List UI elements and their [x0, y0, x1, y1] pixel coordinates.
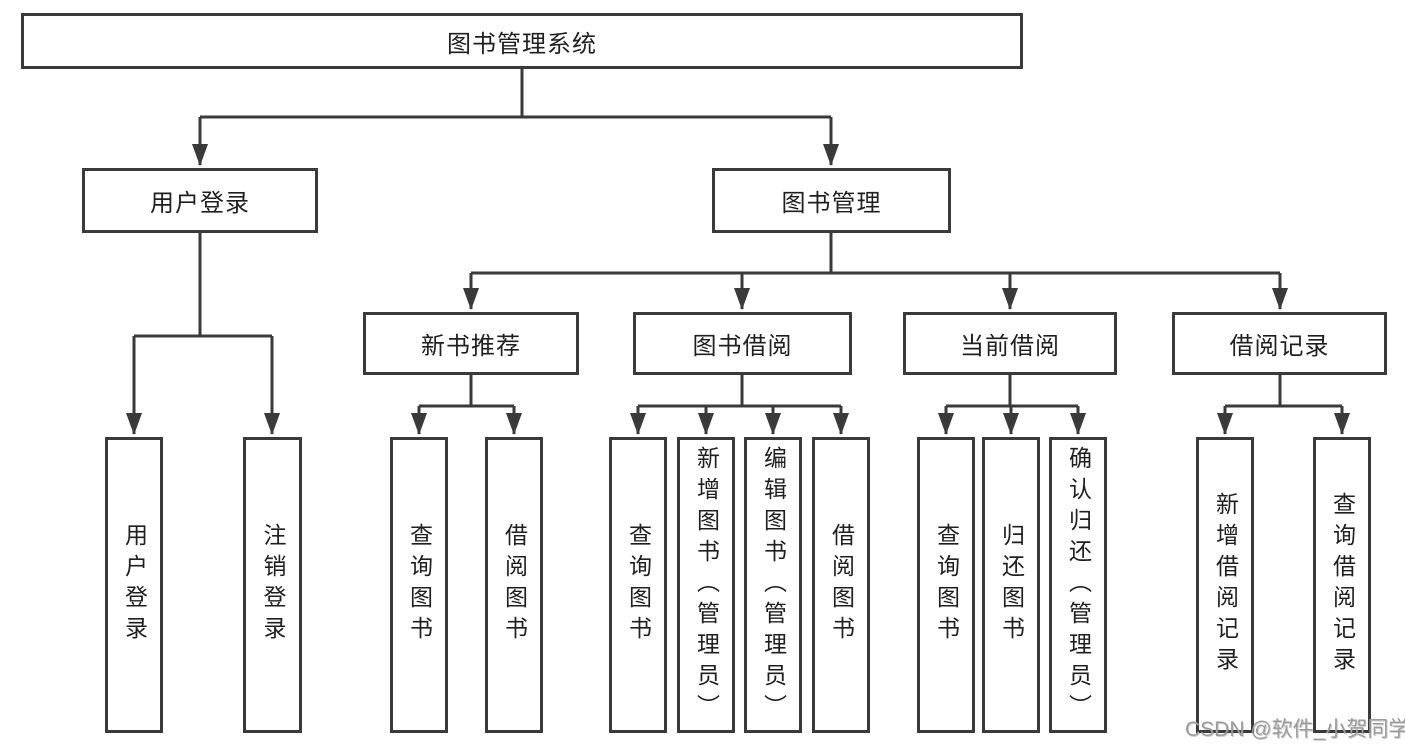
node-label: 当前借阅 — [960, 333, 1060, 360]
leaf-current-confirm-return-admin: 确认归还（管理员） — [1049, 437, 1107, 733]
node-label: 图书管理 — [781, 190, 882, 217]
leaf-label: 查询图书 — [933, 523, 960, 647]
leaf-current-return-books: 归还图书 — [982, 437, 1040, 733]
leaf-label: 新增图书（管理员） — [693, 445, 720, 725]
node-current-borrowing: 当前借阅 — [903, 312, 1117, 375]
leaf-newbook-query-books: 查询图书 — [390, 437, 448, 733]
node-borrowing-records: 借阅记录 — [1172, 312, 1387, 375]
leaf-user-login: 用户登录 — [105, 437, 163, 733]
leaf-label: 借阅图书 — [501, 523, 528, 647]
leaf-borrow-add-books-admin: 新增图书（管理员） — [677, 437, 735, 733]
node-label: 借阅记录 — [1229, 333, 1330, 360]
leaf-records-add-borrow-record: 新增借阅记录 — [1196, 437, 1254, 733]
node-library-management-system: 图书管理系统 — [21, 13, 1023, 69]
leaf-label: 注销登录 — [260, 523, 286, 647]
leaf-borrow-query-books: 查询图书 — [609, 437, 667, 733]
csdn-watermark: CSDN @软件_小贺同学 — [1185, 718, 1405, 741]
node-book-management: 图书管理 — [712, 168, 951, 233]
leaf-label: 查询图书 — [406, 523, 433, 647]
node-book-borrowing: 图书借阅 — [633, 312, 852, 375]
leaf-newbook-borrow-books: 借阅图书 — [485, 437, 543, 733]
leaf-label: 新增借阅记录 — [1212, 492, 1239, 678]
node-label: 用户登录 — [150, 190, 250, 217]
leaf-label: 查询图书 — [625, 523, 652, 647]
leaf-borrow-borrow-books: 借阅图书 — [812, 437, 870, 733]
node-user-login: 用户登录 — [82, 168, 318, 233]
leaf-records-query-borrow-record: 查询借阅记录 — [1313, 437, 1371, 733]
node-new-book-recommendation: 新书推荐 — [363, 312, 579, 375]
leaf-label: 归还图书 — [998, 523, 1025, 647]
leaf-logout: 注销登录 — [243, 437, 302, 733]
leaf-label: 查询借阅记录 — [1329, 492, 1356, 678]
leaf-label: 确认归还（管理员） — [1065, 445, 1092, 725]
leaf-label: 借阅图书 — [828, 523, 855, 647]
node-label: 新书推荐 — [421, 333, 521, 360]
node-label: 图书借阅 — [692, 333, 793, 360]
node-label: 图书管理系统 — [447, 30, 597, 58]
leaf-label: 用户登录 — [121, 523, 148, 647]
leaf-current-query-books: 查询图书 — [917, 437, 975, 733]
leaf-label: 编辑图书（管理员） — [760, 445, 787, 725]
leaf-borrow-edit-books-admin: 编辑图书（管理员） — [744, 437, 802, 733]
